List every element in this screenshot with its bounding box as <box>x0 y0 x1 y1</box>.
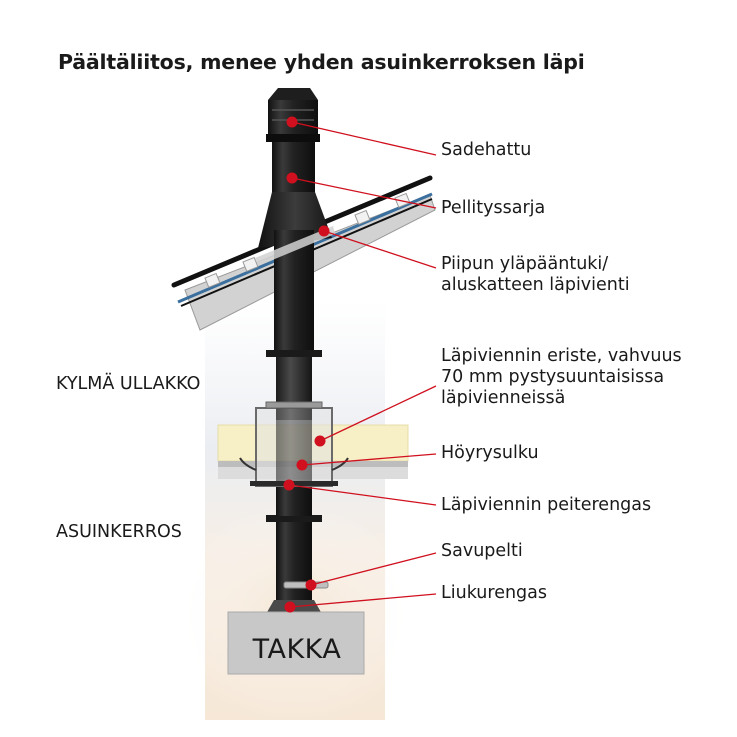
marker-hoyrysulku <box>296 459 308 471</box>
label-line: aluskatteen läpivienti <box>441 275 630 295</box>
label-line: Pellityssarja <box>441 198 546 218</box>
marker-sadehattu <box>286 116 298 128</box>
label-savupelti: Savupelti <box>441 541 523 562</box>
leader-line-sadehattu <box>291 121 437 156</box>
marker-savupelti <box>305 579 317 591</box>
diagram-title: Päältäliitos, menee yhden asuinkerroksen… <box>58 50 585 74</box>
leader-line-eriste <box>319 385 437 442</box>
label-line: Läpiviennin eriste, vahvuus <box>441 346 682 366</box>
label-line: Läpiviennin peiterengas <box>441 495 652 515</box>
marker-pellityssarja <box>286 172 298 184</box>
fireplace <box>227 611 365 675</box>
label-ylapaantuki: Piipun yläpääntuki/ aluskatteen läpivien… <box>441 254 630 296</box>
leader-line-ylapaantuki <box>323 230 437 269</box>
zone-living-floor-label: ASUINKERROS <box>56 522 182 542</box>
fireplace-label: TAKKA <box>252 634 342 665</box>
marker-ylapaantuki <box>318 225 330 237</box>
marker-eriste <box>314 435 326 447</box>
label-line: Piipun yläpääntuki/ <box>441 254 609 274</box>
marker-liukurengas <box>284 601 296 613</box>
label-liukurengas: Liukurengas <box>441 583 547 604</box>
label-line: Savupelti <box>441 541 523 561</box>
leader-line-savupelti <box>310 552 437 586</box>
leader-line-liukurengas <box>289 593 437 608</box>
label-line: Sadehattu <box>441 140 532 160</box>
label-hoyrysulku: Höyrysulku <box>441 443 539 464</box>
leader-line-pellityssarja <box>291 177 437 209</box>
label-line: läpivienneissä <box>441 388 566 408</box>
leader-line-peiterengas <box>288 484 437 506</box>
label-pellityssarja: Pellityssarja <box>441 198 545 219</box>
ceiling-insulation <box>217 401 409 487</box>
zone-cold-attic-label: KYLMÄ ULLAKKO <box>56 374 201 394</box>
label-line: Liukurengas <box>441 583 548 603</box>
leader-lines <box>283 116 437 613</box>
label-peiterengas: Läpiviennin peiterengas <box>441 495 651 516</box>
label-line: 70 mm pystysuuntaisissa <box>441 367 665 387</box>
leader-line-hoyrysulku <box>301 453 437 466</box>
label-sadehattu: Sadehattu <box>441 140 531 161</box>
label-eriste: Läpiviennin eriste, vahvuus 70 mm pystys… <box>441 346 682 409</box>
label-line: Höyrysulku <box>441 443 539 463</box>
marker-peiterengas <box>283 479 295 491</box>
